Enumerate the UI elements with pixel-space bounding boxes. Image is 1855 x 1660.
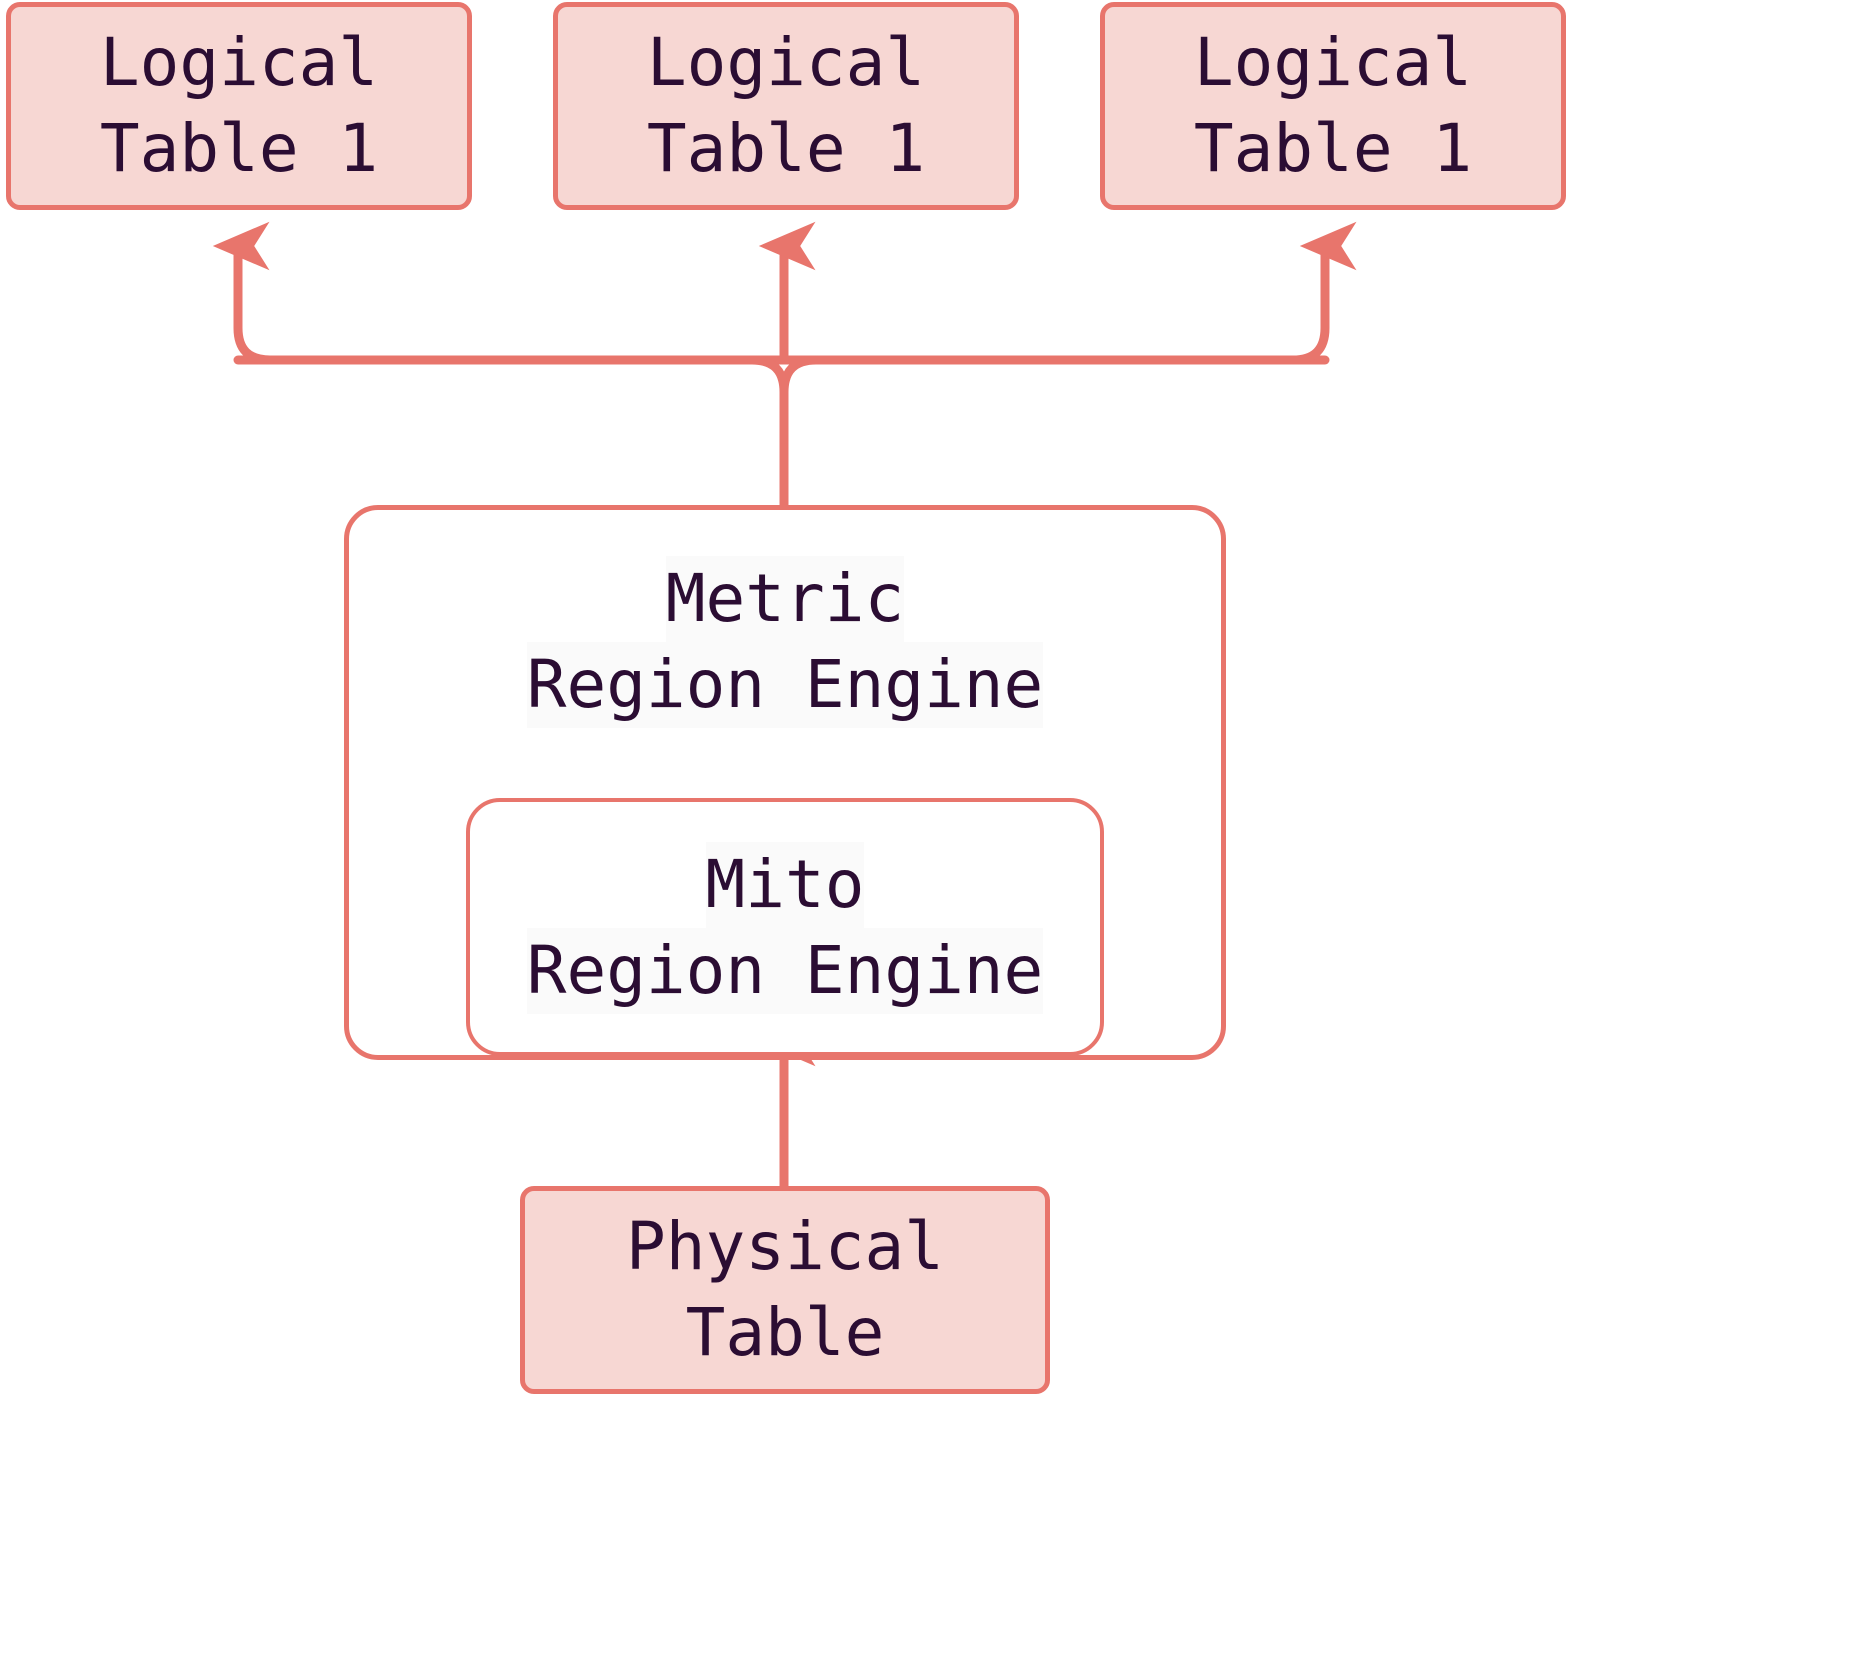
edge-to-logical-table-3 xyxy=(1288,221,1357,365)
node-metric-region-engine-line-1: Metric xyxy=(665,556,905,642)
node-logical-table-1-line-1: Logical xyxy=(99,24,379,102)
edge-to-logical-table-1 xyxy=(212,221,275,365)
edge-metric-fork-left xyxy=(747,355,789,445)
node-metric-region-engine-line-2: Region Engine xyxy=(526,641,1044,728)
node-logical-table-2[interactable]: Logical Table 1 xyxy=(553,2,1019,210)
node-logical-table-1-line-2: Table 1 xyxy=(99,110,379,187)
node-logical-table-3[interactable]: Logical Table 1 xyxy=(1100,2,1566,210)
node-logical-table-3-line-1: Logical xyxy=(1193,24,1473,102)
node-mito-region-engine-line-2: Region Engine xyxy=(526,927,1044,1014)
node-physical-table-line-2: Table xyxy=(685,1294,885,1371)
node-logical-table-3-line-2: Table 1 xyxy=(1193,110,1473,187)
node-mito-region-engine-line-1: Mito xyxy=(705,842,865,928)
edge-metric-to-bus xyxy=(779,355,821,510)
node-physical-table[interactable]: Physical Table xyxy=(520,1186,1050,1394)
node-mito-region-engine[interactable]: Mito Region Engine xyxy=(466,798,1104,1056)
node-logical-table-2-line-1: Logical xyxy=(646,24,926,102)
node-logical-table-1[interactable]: Logical Table 1 xyxy=(6,2,472,210)
node-logical-table-2-line-2: Table 1 xyxy=(646,110,926,187)
node-physical-table-line-1: Physical xyxy=(626,1208,944,1286)
